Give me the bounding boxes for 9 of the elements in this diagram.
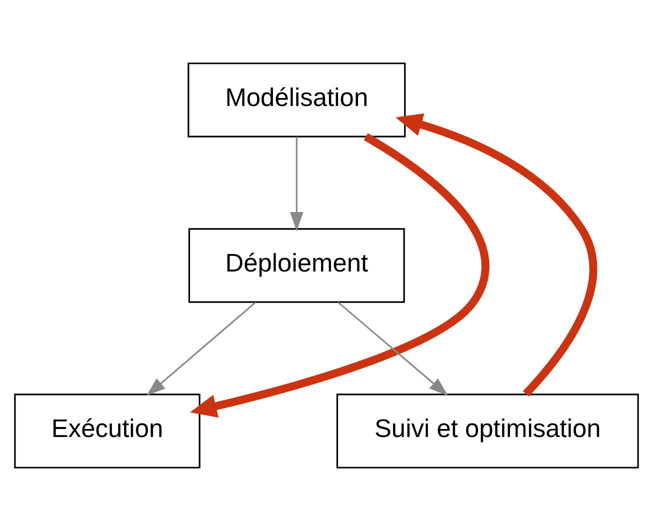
- node-box: Suivi et optimisation: [336, 394, 639, 468]
- node-box: Déploiement: [188, 228, 405, 303]
- arrow: [338, 302, 448, 396]
- arrow: [290, 136, 304, 232]
- node-box: Exécution: [14, 394, 200, 468]
- arrow: [146, 302, 256, 396]
- node-box: Modélisation: [188, 62, 406, 138]
- arrow: [190, 133, 490, 418]
- arrow: [395, 113, 598, 397]
